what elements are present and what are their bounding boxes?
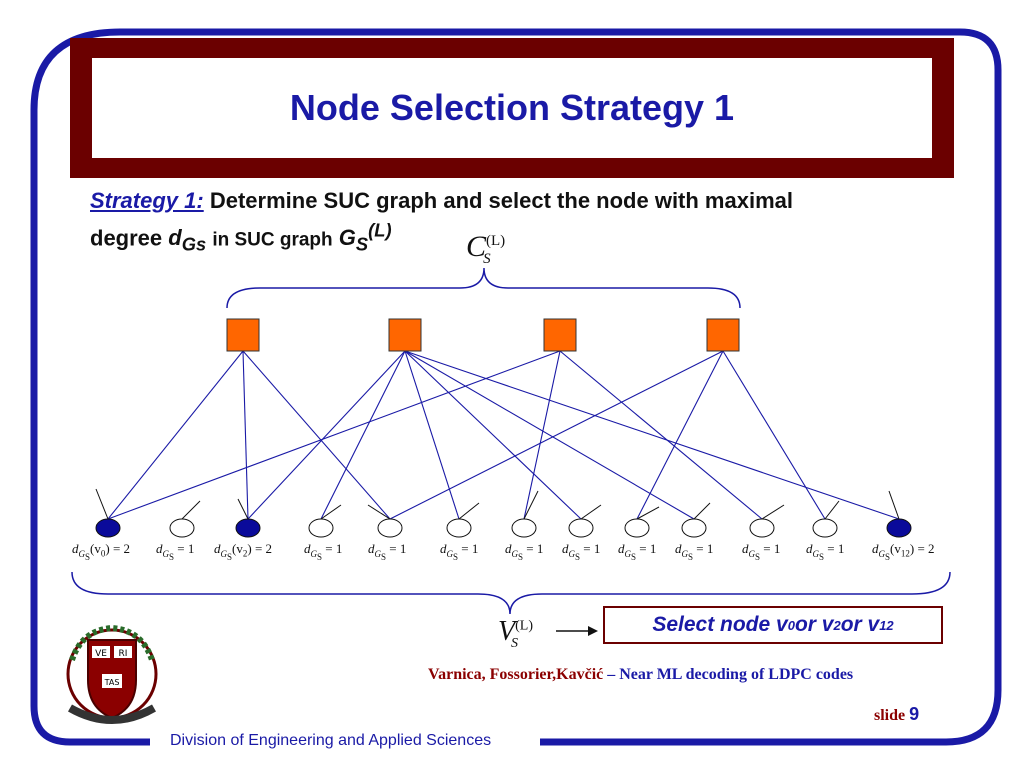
check-node-c1 xyxy=(388,318,422,352)
graph-edge xyxy=(404,350,695,520)
degree-label: dGS = 1 xyxy=(368,541,407,562)
variable-node-v8 xyxy=(624,518,650,538)
title-banner: Node Selection Strategy 1 xyxy=(70,38,954,178)
graph-edge xyxy=(107,350,244,520)
check-set-brace xyxy=(226,267,741,309)
degree-label: dGS = 1 xyxy=(742,541,781,562)
citation: Varnica, Fossorier,Kavčić – Near ML deco… xyxy=(428,666,854,683)
degree-label: dGS = 1 xyxy=(675,541,714,562)
degree-label: dGS(v12) = 2 xyxy=(872,541,935,562)
page-title: Node Selection Strategy 1 xyxy=(289,87,735,128)
variable-set-brace xyxy=(71,571,951,615)
graph-edge xyxy=(722,350,826,520)
check-set-label: C(L)S xyxy=(466,230,506,267)
degree-label: dGS = 1 xyxy=(806,541,845,562)
edge-stub xyxy=(95,488,109,520)
degree-label: dGS = 1 xyxy=(156,541,195,562)
graph-edge xyxy=(636,350,724,520)
graph-edge xyxy=(247,350,406,520)
slide-number: slide 9 xyxy=(874,704,920,724)
variable-set-label: V(L)S xyxy=(498,616,533,651)
graph-edge xyxy=(559,350,763,520)
footer-text: Division of Engineering and Applied Scie… xyxy=(164,732,498,750)
edge-stub xyxy=(320,504,342,520)
strategy-d-symbol: dGs xyxy=(168,225,207,255)
strategy-in-text: in SUC graph xyxy=(212,229,333,251)
graph-edge xyxy=(404,350,900,520)
graph-edge xyxy=(107,350,561,520)
edge-stub xyxy=(523,490,539,520)
variable-node-v10 xyxy=(749,518,775,538)
graph-edge xyxy=(404,350,460,520)
harvard-seal-icon: VE RI TAS xyxy=(66,624,158,724)
graph-edge xyxy=(320,350,406,520)
check-node-c2 xyxy=(543,318,577,352)
variable-node-v7 xyxy=(568,518,594,538)
variable-node-v4 xyxy=(377,518,403,538)
edge-stub xyxy=(824,500,840,520)
strategy-label: Strategy 1: xyxy=(90,188,204,213)
edge-stub xyxy=(580,504,602,520)
variable-node-v2 xyxy=(235,518,261,538)
edge-stub xyxy=(761,504,785,520)
check-node-c0 xyxy=(226,318,260,352)
degree-label: dGS(v0) = 2 xyxy=(72,541,131,562)
degree-label: dGS = 1 xyxy=(304,541,343,562)
variable-node-v11 xyxy=(812,518,838,538)
degree-label: dGS = 1 xyxy=(562,541,601,562)
strategy-g-symbol: GS(L) xyxy=(338,220,392,255)
variable-node-v0 xyxy=(95,518,121,538)
degree-label: dGS(v2) = 2 xyxy=(214,541,273,562)
graph-edge xyxy=(242,350,249,520)
variable-node-v1 xyxy=(169,518,195,538)
svg-text:TAS: TAS xyxy=(104,678,120,687)
graph-edge xyxy=(523,350,561,520)
arrow-head xyxy=(588,626,598,636)
strategy-line1: Determine SUC graph and select the node … xyxy=(209,188,793,213)
edge-stub xyxy=(458,502,480,520)
edge-stub xyxy=(888,490,900,520)
degree-label: dGS = 1 xyxy=(618,541,657,562)
edge-stub xyxy=(636,506,660,520)
strategy-text: Strategy 1: Determine SUC graph and sele… xyxy=(90,186,950,260)
svg-text:VE: VE xyxy=(95,649,107,659)
variable-node-v3 xyxy=(308,518,334,538)
svg-text:RI: RI xyxy=(119,649,128,659)
graph-edge xyxy=(242,350,391,520)
degree-label: dGS = 1 xyxy=(440,541,479,562)
strategy-degree-word: degree xyxy=(90,225,163,251)
graph-edge xyxy=(404,350,582,520)
edge-stub xyxy=(181,500,201,520)
check-node-c3 xyxy=(706,318,740,352)
edge-stub xyxy=(693,502,711,520)
variable-node-v5 xyxy=(446,518,472,538)
variable-node-v6 xyxy=(511,518,537,538)
edge-stub xyxy=(367,504,391,520)
variable-node-v12 xyxy=(886,518,912,538)
title-inner: Node Selection Strategy 1 xyxy=(90,56,934,160)
edge-stub xyxy=(237,498,249,520)
graph-edge xyxy=(389,350,724,520)
variable-node-v9 xyxy=(681,518,707,538)
degree-label: dGS = 1 xyxy=(505,541,544,562)
